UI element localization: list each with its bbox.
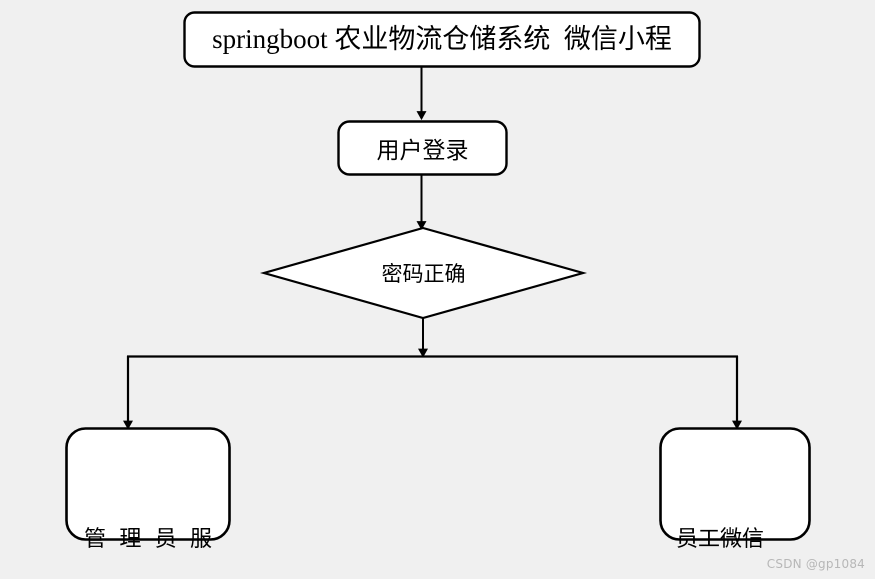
node-login-box[interactable]: [337, 120, 508, 176]
node-employee-box[interactable]: [659, 427, 811, 541]
node-title-box[interactable]: [183, 11, 701, 68]
node-admin-box[interactable]: [65, 427, 231, 541]
node-decision-diamond[interactable]: [259, 226, 588, 320]
csdn-watermark: CSDN @gp1084: [766, 557, 865, 571]
